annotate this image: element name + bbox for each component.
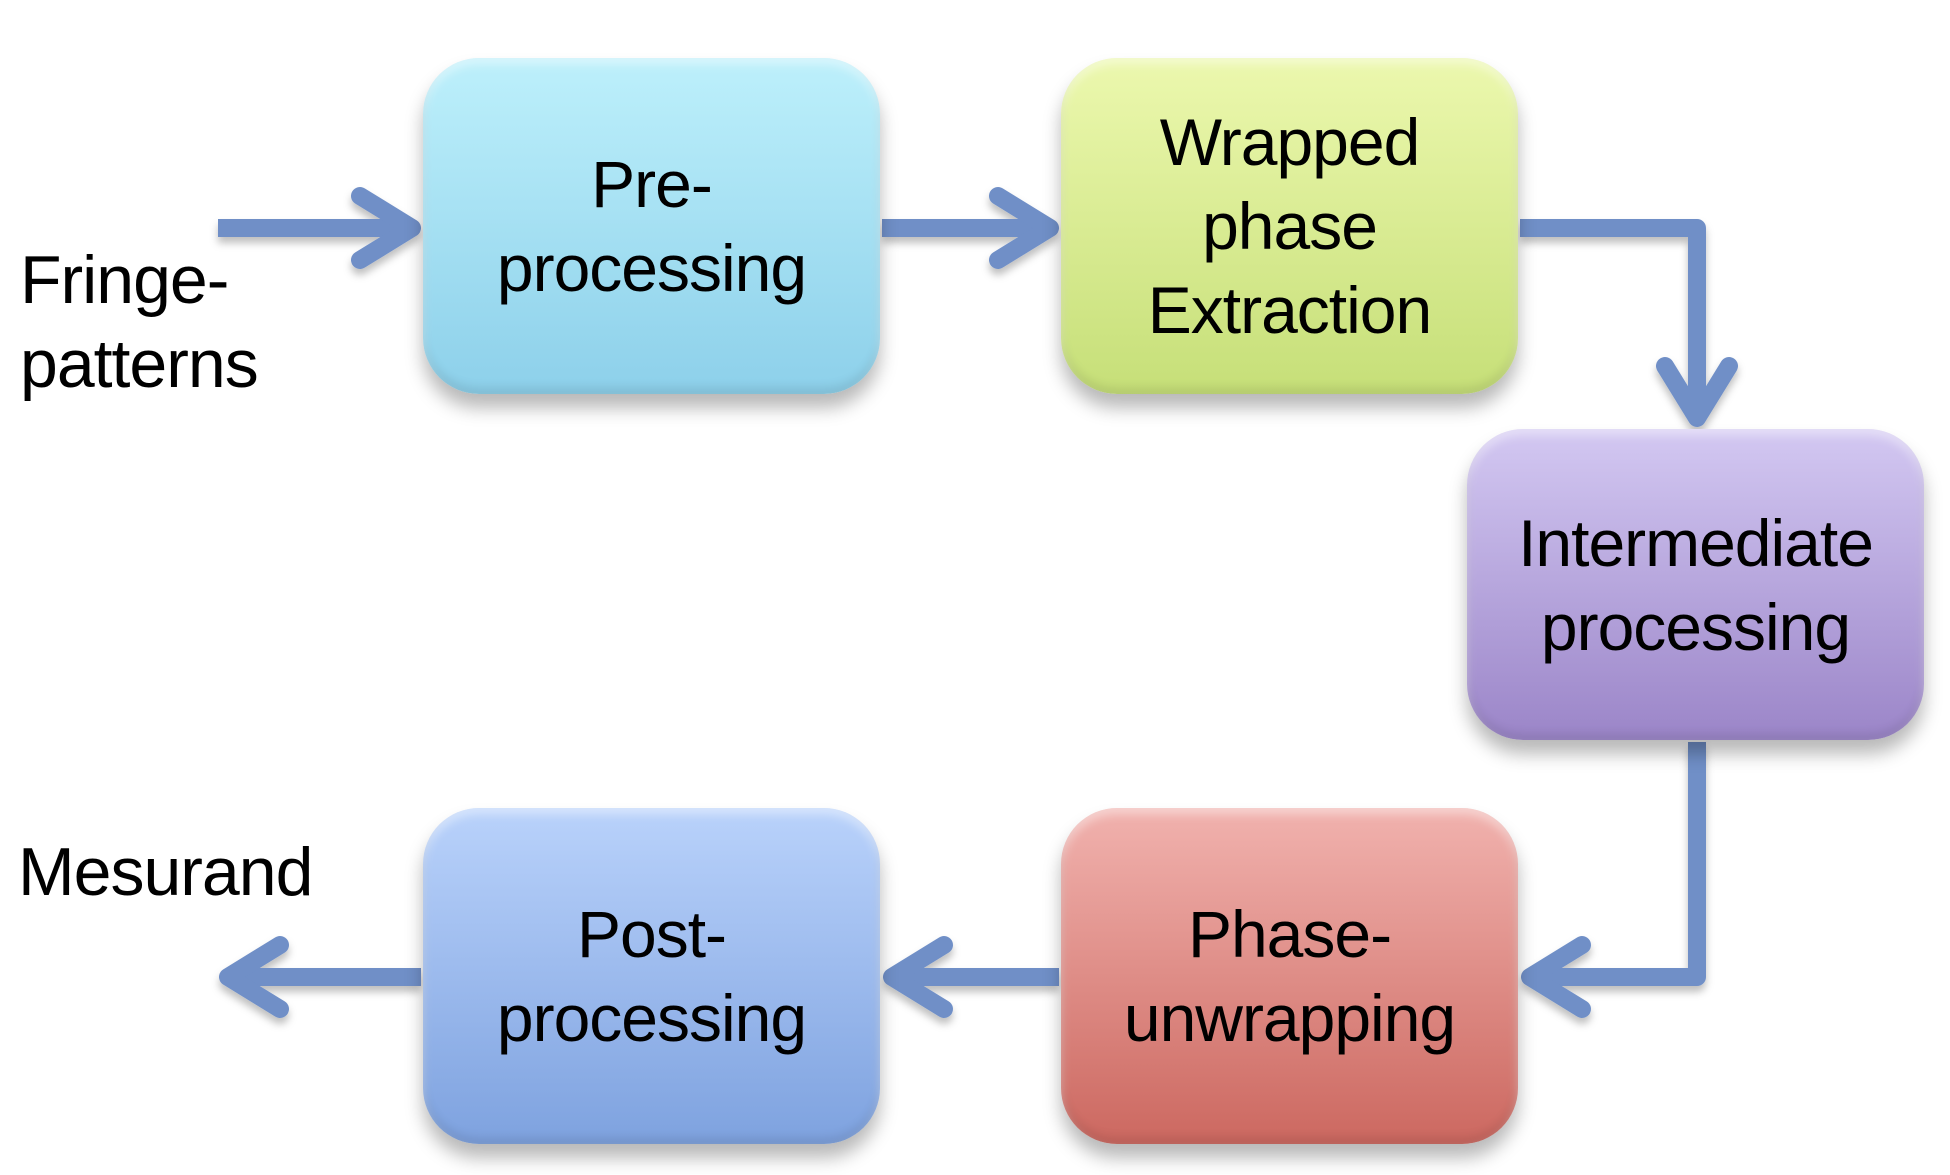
arrow-input-to-preprocessing [218,187,421,269]
node-label-line: Extraction [1147,273,1432,347]
input-label-fringe-patterns: Fringe- patterns [20,238,259,406]
node-label-line: processing [496,981,807,1055]
output-label-mesurand: Mesurand [18,834,313,910]
node-wrapped-phase-extraction: Wrapped phase Extraction [1061,58,1518,394]
node-label-line: processing [496,231,807,305]
node-label-line: unwrapping [1123,981,1456,1055]
arrow-intermediate-to-unwrapping [1521,742,1706,1018]
input-label-line: patterns [20,326,259,402]
input-label-line: Fringe- [20,242,229,318]
node-phase-unwrapping: Phase- unwrapping [1061,808,1518,1144]
arrow-postprocessing-to-output [219,936,421,1018]
arrow-preprocessing-to-wrapped [882,187,1059,269]
node-label-line: Phase- [1187,897,1392,971]
node-postprocessing: Post- processing [423,808,880,1144]
node-label-line: Intermediate [1518,505,1874,580]
node-label-line: Post- [576,897,727,971]
node-label-line: processing [1540,589,1851,664]
node-preprocessing: Pre- processing [423,58,880,394]
node-intermediate-processing: Intermediate processing [1467,429,1924,740]
arrow-unwrapping-to-postprocessing [883,936,1059,1018]
node-label-line: Pre- [591,147,713,221]
arrow-wrapped-to-intermediate [1520,219,1738,427]
node-label-line: Wrapped [1159,105,1421,179]
node-label-line: phase [1202,189,1378,263]
